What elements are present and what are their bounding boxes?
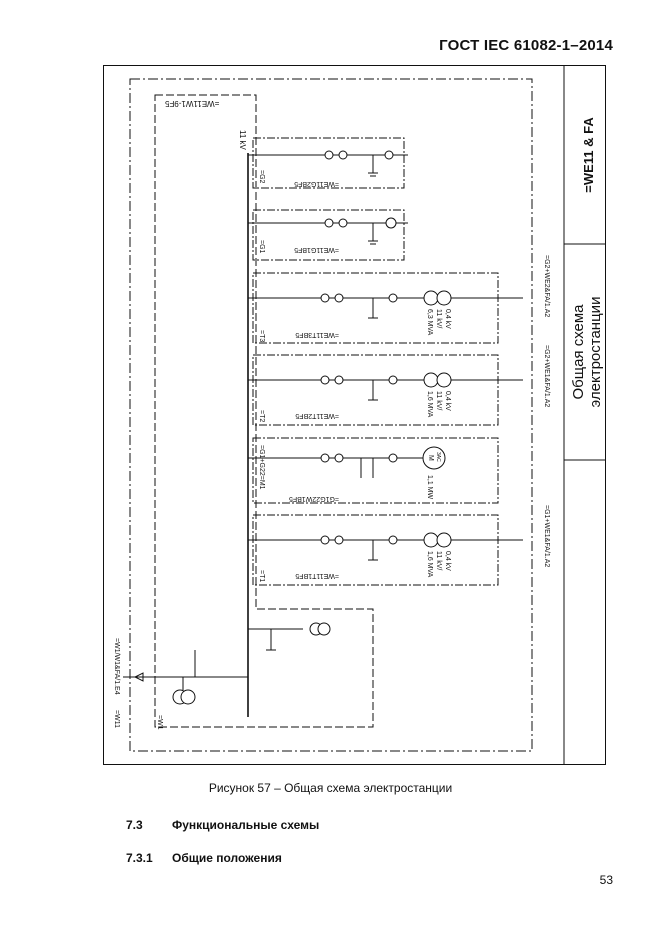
installation-boundary [129, 78, 533, 752]
bay-t3-rating-2: 11 kV/ [435, 309, 442, 328]
voltage-label: 11 kV [238, 130, 247, 151]
bay-t1-rating-3: 0,4 kV [444, 551, 451, 571]
bay-t1-destination: =G1+WE1&FA/1.A2 [543, 505, 550, 567]
page-number: 53 [599, 873, 613, 887]
section-heading-7-3: 7.3 Функциональные схемы [126, 818, 319, 832]
title-block-designation: =WE11 & FA [581, 117, 596, 193]
bay-t3-destination: =G2+WE2&FA/1.A2 [543, 255, 550, 317]
bay-g1-block-label: =WE11G1BF5 [294, 246, 339, 253]
electrical-diagram-figure: =WE11 & FA Общая схема электростанции =W… [103, 65, 606, 765]
diagram-frame [103, 65, 606, 765]
bay-t2-rating-3: 0,4 kV [444, 391, 451, 411]
incoming-destination: =W1/W1&FA/1.E4 [113, 638, 120, 695]
figure-caption: Рисунок 57 – Общая схема электростанции [208, 781, 453, 795]
motor-sub: 3AC [435, 452, 441, 462]
section-number: 7.3 [126, 818, 143, 832]
incoming-feeder: =W1 =W1/W1&FA/1.E4 =W11 [113, 638, 248, 730]
bay-t1-rating-1: 1,6 MVA [426, 551, 433, 578]
bay-t2-rating-2: 11 kV/ [435, 391, 442, 410]
bay-motor-ref: =G1+G22=M1 [258, 445, 265, 490]
title-block-title-line1: Общая схема [570, 304, 587, 400]
switchgear-block [154, 94, 374, 728]
bay-t1-block-label: =WE11T1BF5 [295, 572, 339, 579]
bay-t3: =T3 =WE11T3BF5 6,3 MVA 11 kV/ 0,4 kV =G2… [248, 255, 550, 344]
incoming-ref: =W1 [156, 715, 163, 730]
bay-t1: =T1 =WE11T1BF5 1,6 MVA 11 kV/ 0,4 kV =G1… [248, 505, 550, 586]
bay-g1: =G1 =WE11G1BF5 [248, 209, 408, 261]
bay-g2: =G2 =WE11G2BF5 [248, 137, 408, 189]
bay-g2-ref: =G2 [258, 170, 265, 184]
bay-motor-rating: 1,1 MW [426, 475, 433, 500]
title-block-title-line2: электростанции [587, 297, 604, 408]
bay-t2-rating-1: 1,6 MVA [426, 391, 433, 418]
section-number: 7.3.1 [126, 851, 153, 865]
bay-t3-block-label: =WE11T3BF5 [295, 331, 339, 338]
section-heading-7-3-1: 7.3.1 Общие положения [126, 851, 282, 865]
bay-t3-rating-3: 0,4 kV [444, 309, 451, 329]
power-station-schematic: =WE11 & FA Общая схема электростанции =W… [103, 65, 606, 765]
section-title: Общие положения [172, 851, 282, 865]
bay-t2-destination: =G2+WE1&FA/1.A2 [543, 345, 550, 407]
bay-t1-rating-2: 11 kV/ [435, 551, 442, 570]
incoming-left-label: =W11 [113, 710, 120, 728]
bay-t3-rating-1: 6,3 MVA [426, 309, 433, 336]
bay-t2: =T2 =WE11T2BF5 1,6 MVA 11 kV/ 0,4 kV =G2… [248, 345, 550, 426]
motor-letter: M [427, 455, 434, 461]
bay-g1-ref: =G1 [258, 240, 265, 254]
motor-symbol [422, 446, 446, 470]
bay-t1-ref: =T1 [258, 570, 265, 582]
bay-t2-block-label: =WE11T2BF5 [295, 412, 339, 419]
bay-g2-block-label: =WE11G2BF5 [294, 180, 339, 187]
bay-motor: M 3AC =G1+G22=M1 =G1G22W1BF5 1,1 MW [248, 437, 499, 504]
auxiliary-transformer-branch [248, 622, 331, 651]
bay-motor-block-label: =G1G22W1BF5 [289, 495, 339, 502]
top-block-label: =WE11W1-9F5 [164, 99, 219, 108]
bay-t2-ref: =T2 [258, 410, 265, 422]
section-title: Функциональные схемы [172, 818, 320, 832]
bay-t3-ref: =T3 [258, 330, 265, 342]
standard-designation: ГОСТ IEC 61082-1–2014 [439, 37, 613, 54]
